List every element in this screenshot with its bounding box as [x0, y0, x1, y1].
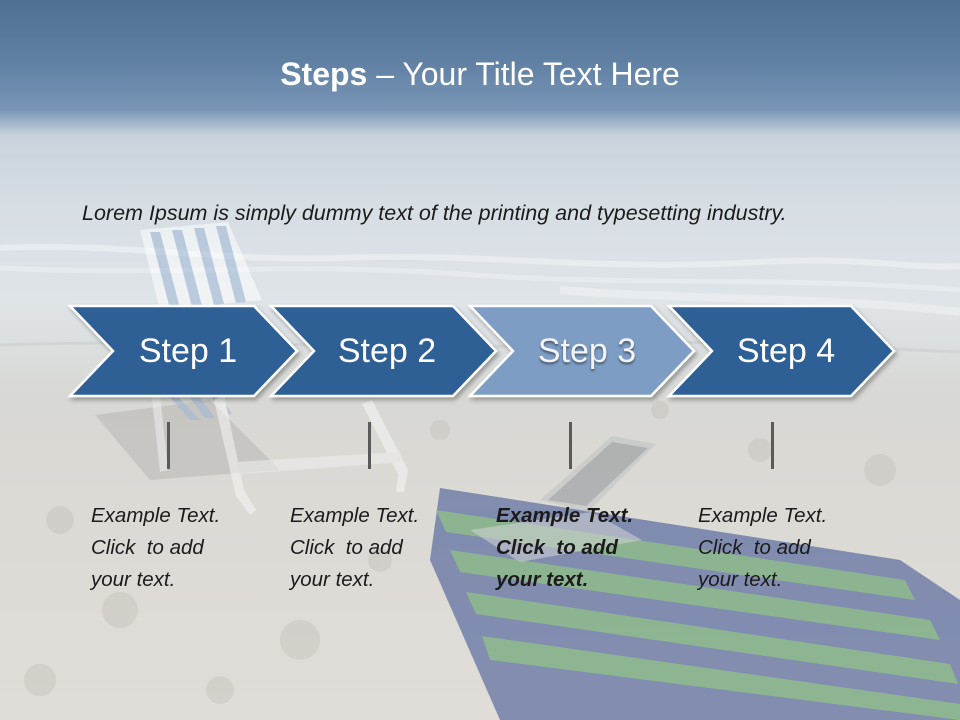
step-3-caption[interactable]: Example Text. Click to add your text.	[496, 500, 676, 596]
step-2-caption-line-1: Example Text.	[290, 504, 420, 527]
step-4-caption[interactable]: Example Text. Click to add your text.	[698, 500, 878, 596]
step-1-caption-line-2: Click to add	[91, 536, 204, 559]
body-text[interactable]: Lorem Ipsum is simply dummy text of the …	[82, 201, 787, 225]
step-3-caption-line-1: Example Text.	[496, 504, 634, 527]
step-3-label[interactable]: Step 3	[537, 332, 637, 370]
step-4-connector	[771, 422, 774, 469]
step-3-arrow[interactable]	[467, 304, 696, 398]
step-1-connector	[167, 422, 170, 469]
step-1-label[interactable]: Step 1	[138, 332, 238, 370]
step-1-caption-line-1: Example Text.	[91, 504, 221, 527]
step-3-caption-line-3: your text.	[496, 568, 589, 591]
step-4-label[interactable]: Step 4	[736, 332, 836, 370]
step-4-arrow[interactable]	[666, 304, 896, 398]
slide-title-rest: – Your Title Text Here	[367, 56, 680, 92]
step-2-label[interactable]: Step 2	[337, 332, 437, 370]
step-2-connector	[368, 422, 371, 469]
step-1-caption[interactable]: Example Text. Click to add your text.	[91, 500, 271, 596]
step-3-connector	[569, 422, 572, 469]
step-2-caption-line-2: Click to add	[290, 536, 403, 559]
slide-title[interactable]: Steps – Your Title Text Here	[0, 54, 960, 94]
step-3-caption-line-2: Click to add	[496, 536, 618, 559]
step-4-caption-line-3: your text.	[698, 568, 783, 591]
step-1-caption-line-3: your text.	[91, 568, 176, 591]
step-2-caption-line-3: your text.	[290, 568, 375, 591]
step-2-arrow[interactable]	[268, 304, 498, 398]
step-2-caption[interactable]: Example Text. Click to add your text.	[290, 500, 470, 596]
step-1-arrow[interactable]	[67, 304, 299, 398]
step-4-caption-line-1: Example Text.	[698, 504, 828, 527]
step-4-caption-line-2: Click to add	[698, 536, 811, 559]
slide-title-bold: Steps	[280, 56, 368, 92]
